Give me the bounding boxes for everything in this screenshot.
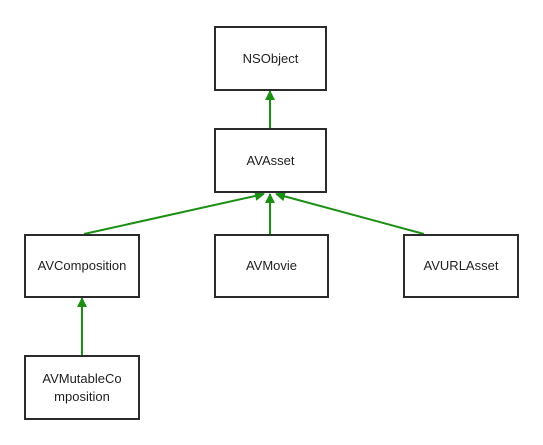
class-node-avmutablecomposition: AVMutableComposition bbox=[24, 355, 140, 420]
class-node-avcomposition: AVComposition bbox=[24, 234, 140, 298]
node-label-avmovie: AVMovie bbox=[245, 258, 298, 273]
class-node-avurlasset: AVURLAsset bbox=[403, 234, 519, 298]
class-node-avasset: AVAsset bbox=[214, 128, 327, 193]
inheritance-arrow-avcomposition-to-avasset bbox=[83, 191, 265, 235]
node-label-avcomposition: AVComposition bbox=[37, 258, 127, 273]
node-label-avasset: AVAsset bbox=[246, 152, 295, 168]
node-label-avurlasset: AVURLAsset bbox=[423, 258, 499, 273]
inheritance-arrow-avurlasset-to-avasset bbox=[275, 191, 425, 235]
node-label-avmutablecomposition: AVMutableComposition bbox=[42, 370, 122, 404]
node-label-nsobject: NSObject bbox=[242, 50, 299, 66]
class-node-nsobject: NSObject bbox=[214, 26, 327, 91]
class-node-avmovie: AVMovie bbox=[214, 234, 329, 298]
